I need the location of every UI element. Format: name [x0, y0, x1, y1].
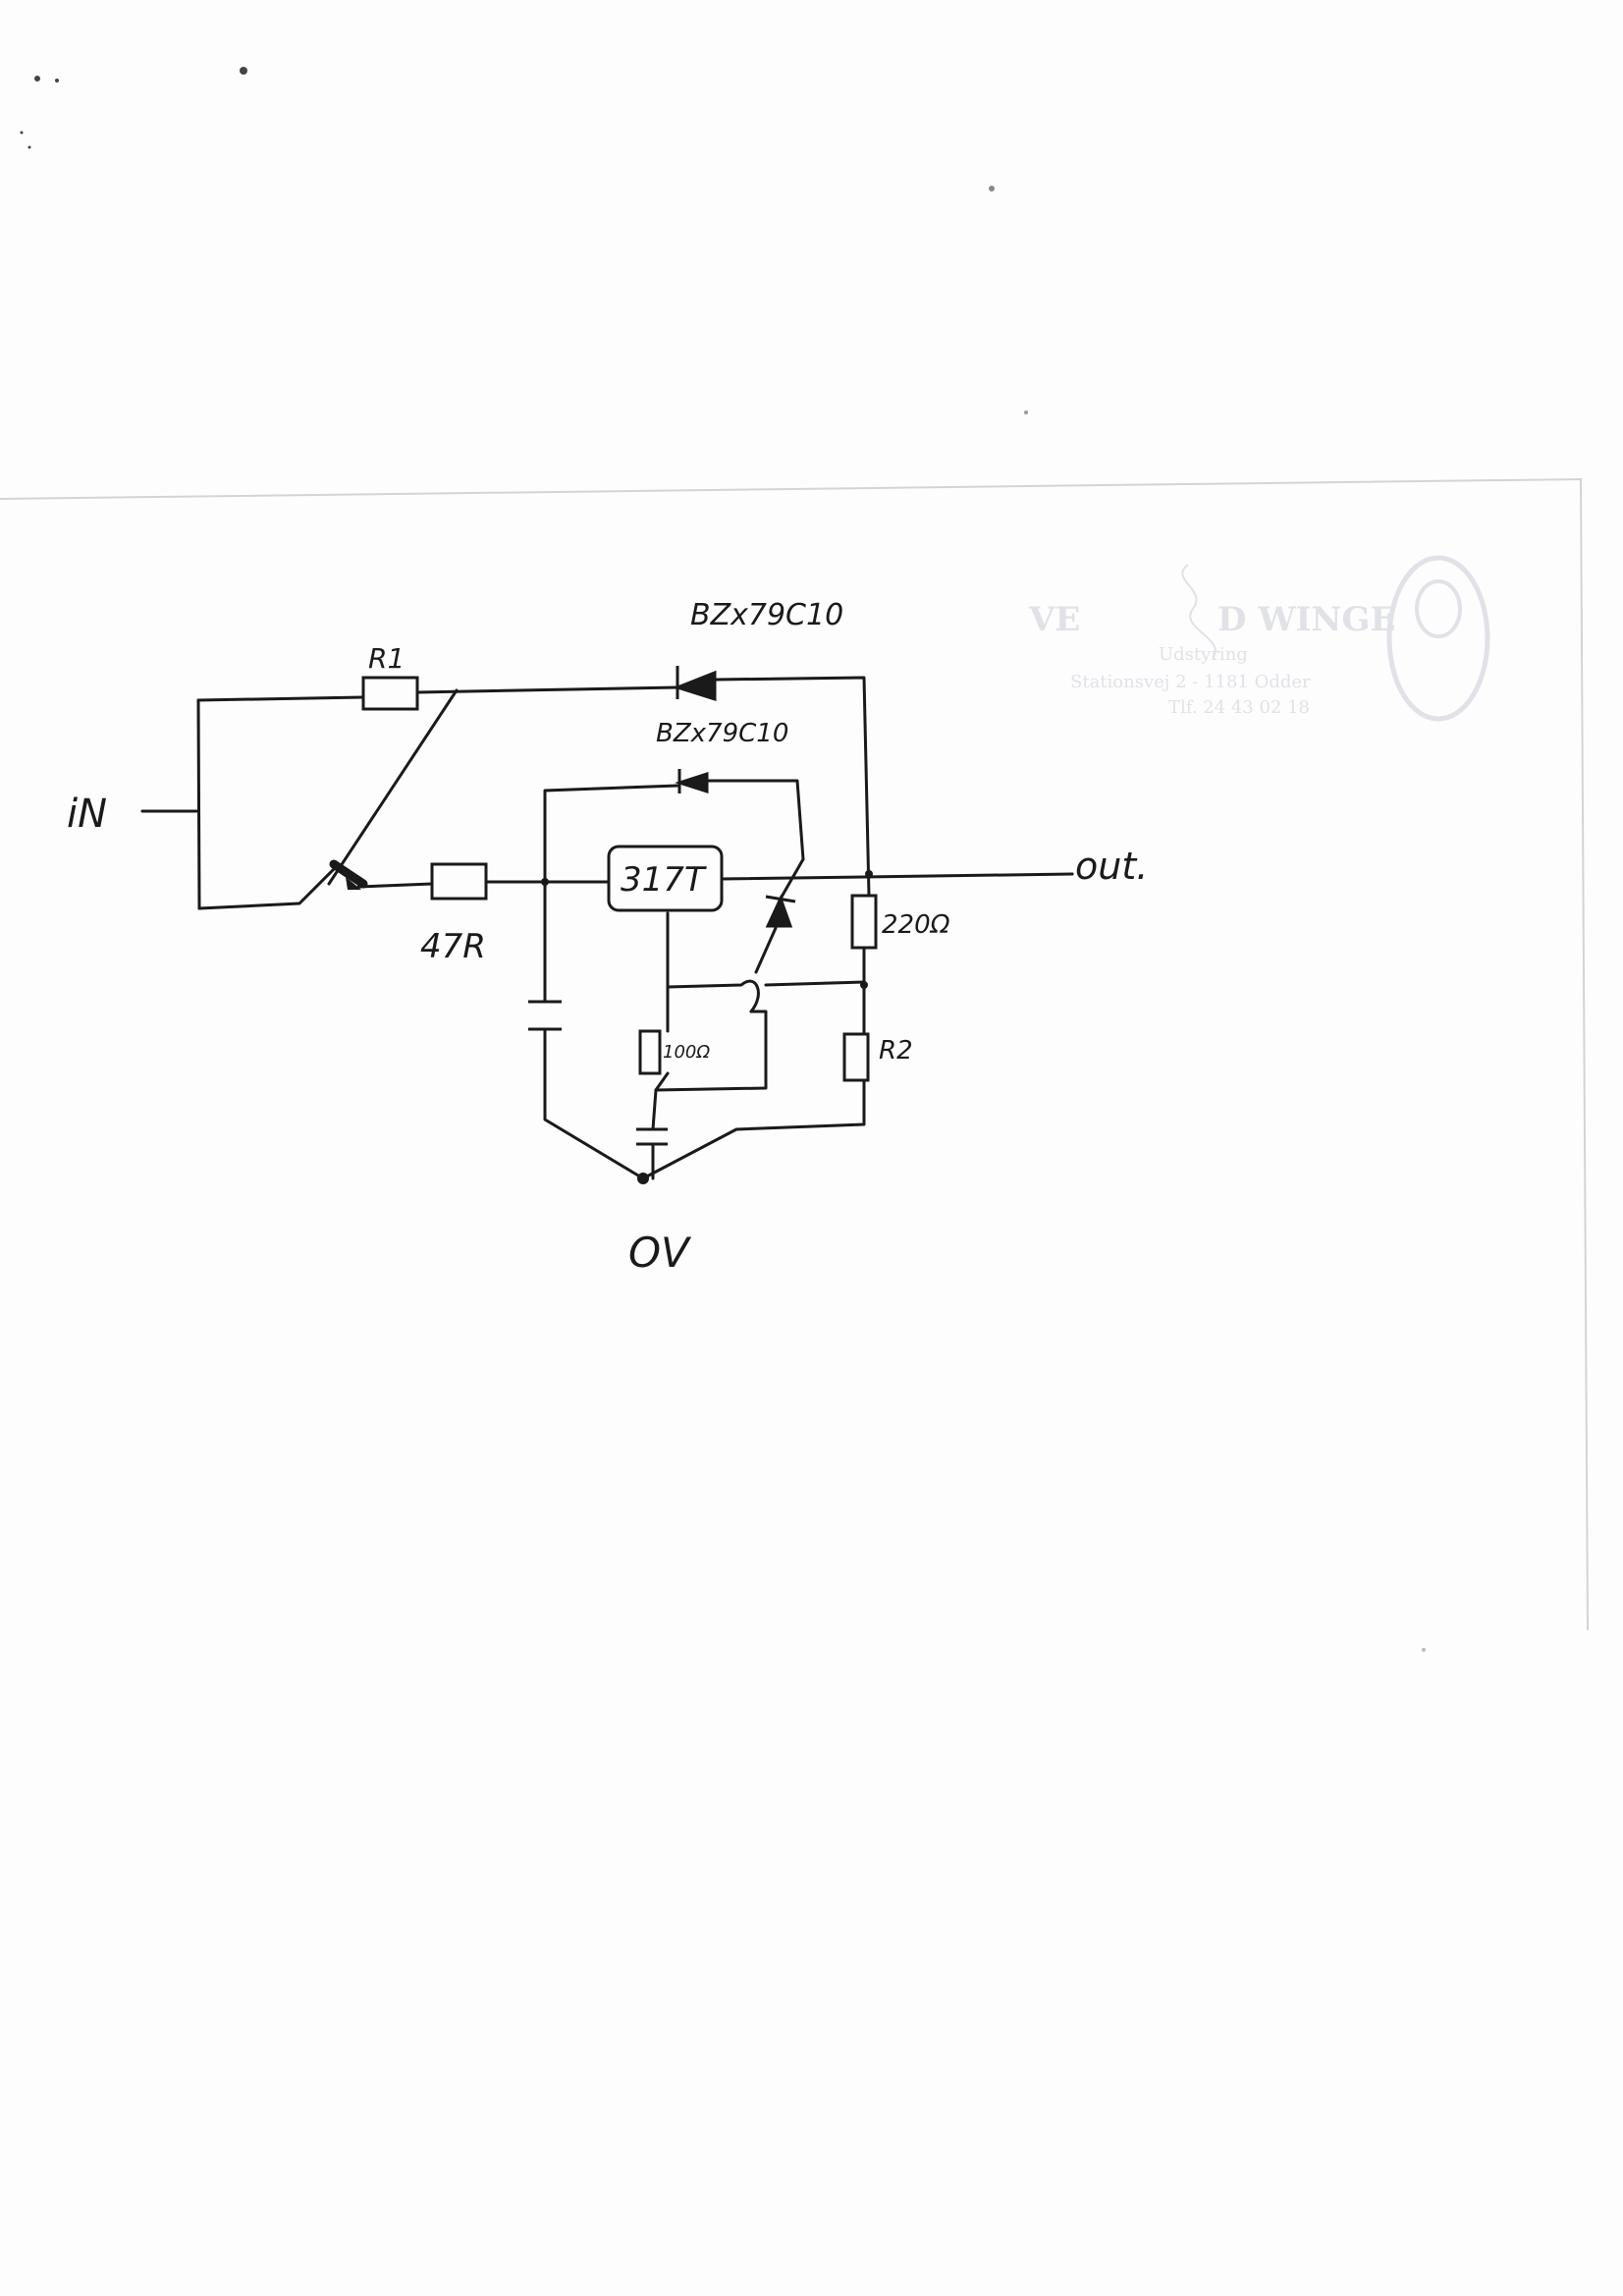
- letterhead-name: VE: [1028, 600, 1080, 639]
- scribble-mark: [1181, 564, 1217, 659]
- zener-right: [765, 895, 796, 928]
- label-out: out.: [1075, 845, 1148, 888]
- label-317t: 317T: [621, 860, 707, 900]
- scan-specks: [20, 67, 1426, 1652]
- resistor-47r: [430, 862, 488, 901]
- letterhead-line1: Udstyring: [1159, 644, 1248, 665]
- label-r1: R1: [368, 642, 405, 675]
- label-47r: 47R: [420, 927, 486, 966]
- label-zener-top: BZx79C10: [690, 598, 843, 632]
- label-in: iN: [67, 792, 107, 837]
- letterhead-line2: Stationsvej 2 - 1181 Odder: [1070, 672, 1311, 692]
- label-ground: OV: [628, 1229, 692, 1277]
- letterhead-line3: Tlf. 24 43 02 18: [1168, 697, 1310, 718]
- zener-top: [673, 666, 717, 702]
- regulator-317t: [607, 845, 724, 912]
- resistor-r2: [842, 1032, 870, 1082]
- capacitor-left: [528, 1000, 562, 1031]
- label-220-ohm: 220Ω: [882, 910, 950, 940]
- resistor-r1: [361, 676, 419, 711]
- resistor-100: [638, 1029, 662, 1075]
- paper-sheet: [0, 477, 1589, 1631]
- schematic-wires: [140, 676, 1074, 1180]
- letterhead-name-rest: D WINGE: [1217, 600, 1395, 639]
- resistor-220: [850, 894, 878, 950]
- label-zener-middle: BZx79C10: [656, 719, 788, 748]
- label-100-ohm: 100Ω: [663, 1042, 710, 1063]
- letterhead-bleedthrough: VE D WINGE Udstyring Stationsvej 2 - 118…: [1028, 555, 1490, 722]
- portrait-logo: [1386, 555, 1490, 722]
- junction-dots: [541, 870, 873, 989]
- capacitor-bottom: [636, 1127, 668, 1146]
- ground-node: [637, 1173, 649, 1184]
- transistor: [329, 859, 368, 890]
- label-r2: R2: [879, 1036, 913, 1066]
- zener-middle: [675, 769, 709, 794]
